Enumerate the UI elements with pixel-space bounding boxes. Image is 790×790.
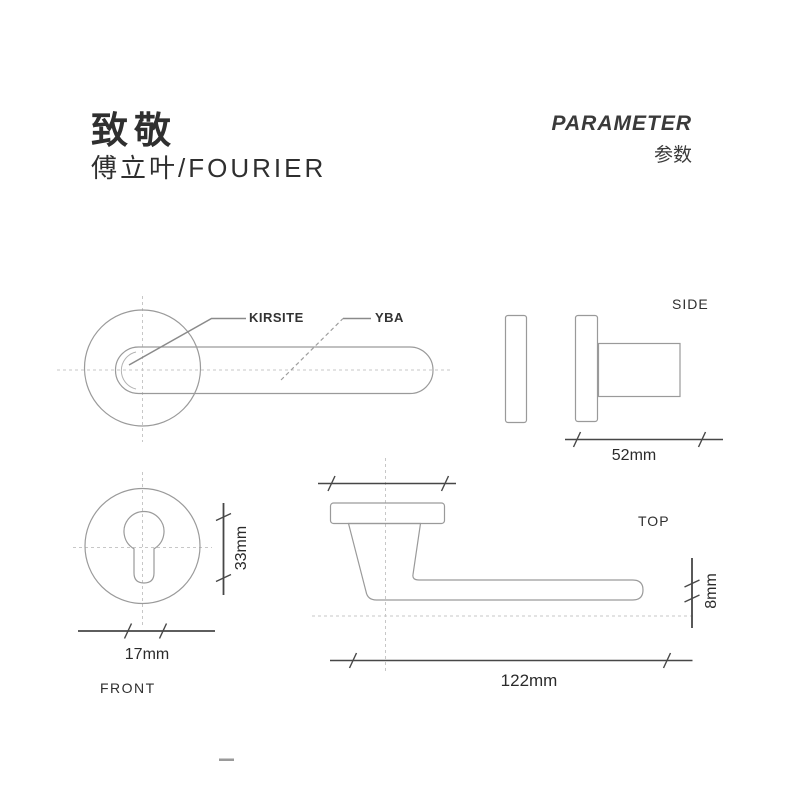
keyhole-outline [123, 510, 165, 584]
dim-label-52mm: 52mm [611, 447, 657, 464]
top-view [312, 458, 700, 672]
material-callout-kirsite: KIRSITE [249, 310, 304, 325]
dim-tick [697, 431, 707, 448]
page-title: 致敬 [91, 110, 177, 151]
yba-leader-dashed [280, 318, 344, 381]
lever-top-outline [347, 522, 644, 601]
side-view [504, 314, 723, 448]
dim-tick [440, 475, 450, 492]
top-view-label: TOP [638, 513, 670, 529]
front-view-label: FRONT [100, 680, 156, 696]
dim-label-33mm: 33mm [233, 525, 250, 571]
dim-tick [158, 623, 168, 639]
dim-tick [572, 431, 582, 448]
front-escutcheon-view [73, 472, 232, 639]
dim-label-17mm: 17mm [124, 646, 170, 663]
lever-outline [114, 346, 434, 395]
dim-label-122mm: 122mm [500, 671, 558, 690]
rose-outline [83, 309, 202, 427]
dim-tick [327, 475, 336, 492]
escutcheon-side-outline [504, 314, 528, 424]
dim-tick [215, 512, 232, 522]
dim-label-8mm: 8mm [703, 573, 720, 609]
front-handle-view [57, 296, 450, 442]
dim-tick [684, 594, 700, 603]
lever-neck-detail [120, 351, 137, 390]
rose-side-outline [574, 314, 599, 423]
side-view-label: SIDE [672, 296, 709, 312]
dim-tick [684, 579, 700, 588]
kirsite-leader-line [128, 317, 246, 366]
footer-dash [219, 758, 234, 761]
page-subtitle: 傅立叶/FOURIER [91, 153, 327, 183]
dim-tick [215, 573, 232, 583]
rose-top-outline [329, 502, 446, 525]
dim-tick [662, 652, 672, 669]
dim-tick [348, 652, 358, 669]
dim-tick [123, 623, 133, 639]
parameter-heading: PARAMETER [551, 112, 692, 135]
escutcheon-outline [84, 487, 201, 605]
parameter-heading-cn: 参数 [653, 145, 692, 166]
lever-side-outline [597, 342, 681, 398]
material-callout-yba: YBA [375, 310, 404, 325]
